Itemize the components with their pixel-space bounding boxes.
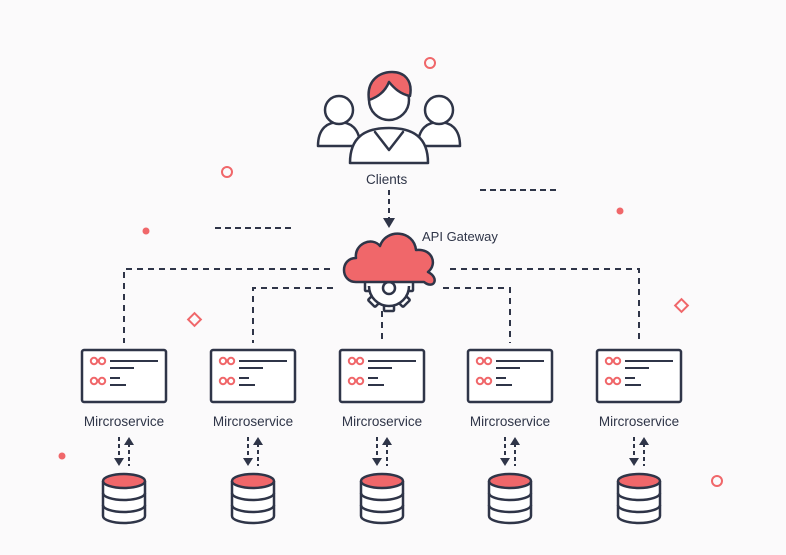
microservice-1 xyxy=(80,348,168,525)
microservice-label: Mircroservice xyxy=(598,414,680,429)
gateway-label: API Gateway xyxy=(422,229,498,244)
server-window-icon xyxy=(466,348,554,404)
decor-diamond xyxy=(673,297,690,314)
microservice-row xyxy=(80,348,683,525)
microservice-4 xyxy=(466,348,554,525)
database-icon xyxy=(230,472,276,525)
cloud-gear-icon xyxy=(342,232,436,313)
server-window-icon xyxy=(338,348,426,404)
database-icon xyxy=(616,472,662,525)
microservice-label: Mircroservice xyxy=(469,414,551,429)
connector-line xyxy=(123,268,330,343)
decor-dot xyxy=(616,207,624,215)
bidirectional-arrow-icon xyxy=(114,437,134,466)
server-window-icon xyxy=(80,348,168,404)
bidirectional-arrow-icon xyxy=(629,437,649,466)
database-icon xyxy=(101,472,147,525)
decorative-shapes xyxy=(58,57,723,487)
server-window-icon xyxy=(595,348,683,404)
server-window-icon xyxy=(209,348,297,404)
decor-ring xyxy=(221,166,233,178)
clients-gateway-arrow xyxy=(383,190,395,228)
microservice-label: Mircroservice xyxy=(341,414,423,429)
decor-ring xyxy=(711,475,723,487)
gateway-connectors xyxy=(123,268,640,343)
decor-ring xyxy=(424,57,436,69)
microservice-3 xyxy=(338,348,426,525)
bidirectional-arrow-icon xyxy=(372,437,392,466)
bidirectional-arrow-icon xyxy=(500,437,520,466)
decor-dot xyxy=(142,227,150,235)
clients-label: Clients xyxy=(366,172,408,187)
microservice-2 xyxy=(209,348,297,525)
microservice-label: Mircroservice xyxy=(212,414,294,429)
decor-diamond xyxy=(186,311,203,328)
microservice-label: Mircroservice xyxy=(83,414,165,429)
decor-dot xyxy=(58,452,66,460)
users-group-icon xyxy=(316,70,462,165)
connector-line xyxy=(443,287,511,343)
database-icon xyxy=(487,472,533,525)
connector-line xyxy=(450,268,640,343)
microservice-5 xyxy=(595,348,683,525)
cloud-icon xyxy=(342,232,436,286)
database-icon xyxy=(359,472,405,525)
bidirectional-arrow-icon xyxy=(243,437,263,466)
connector-line xyxy=(252,287,333,343)
